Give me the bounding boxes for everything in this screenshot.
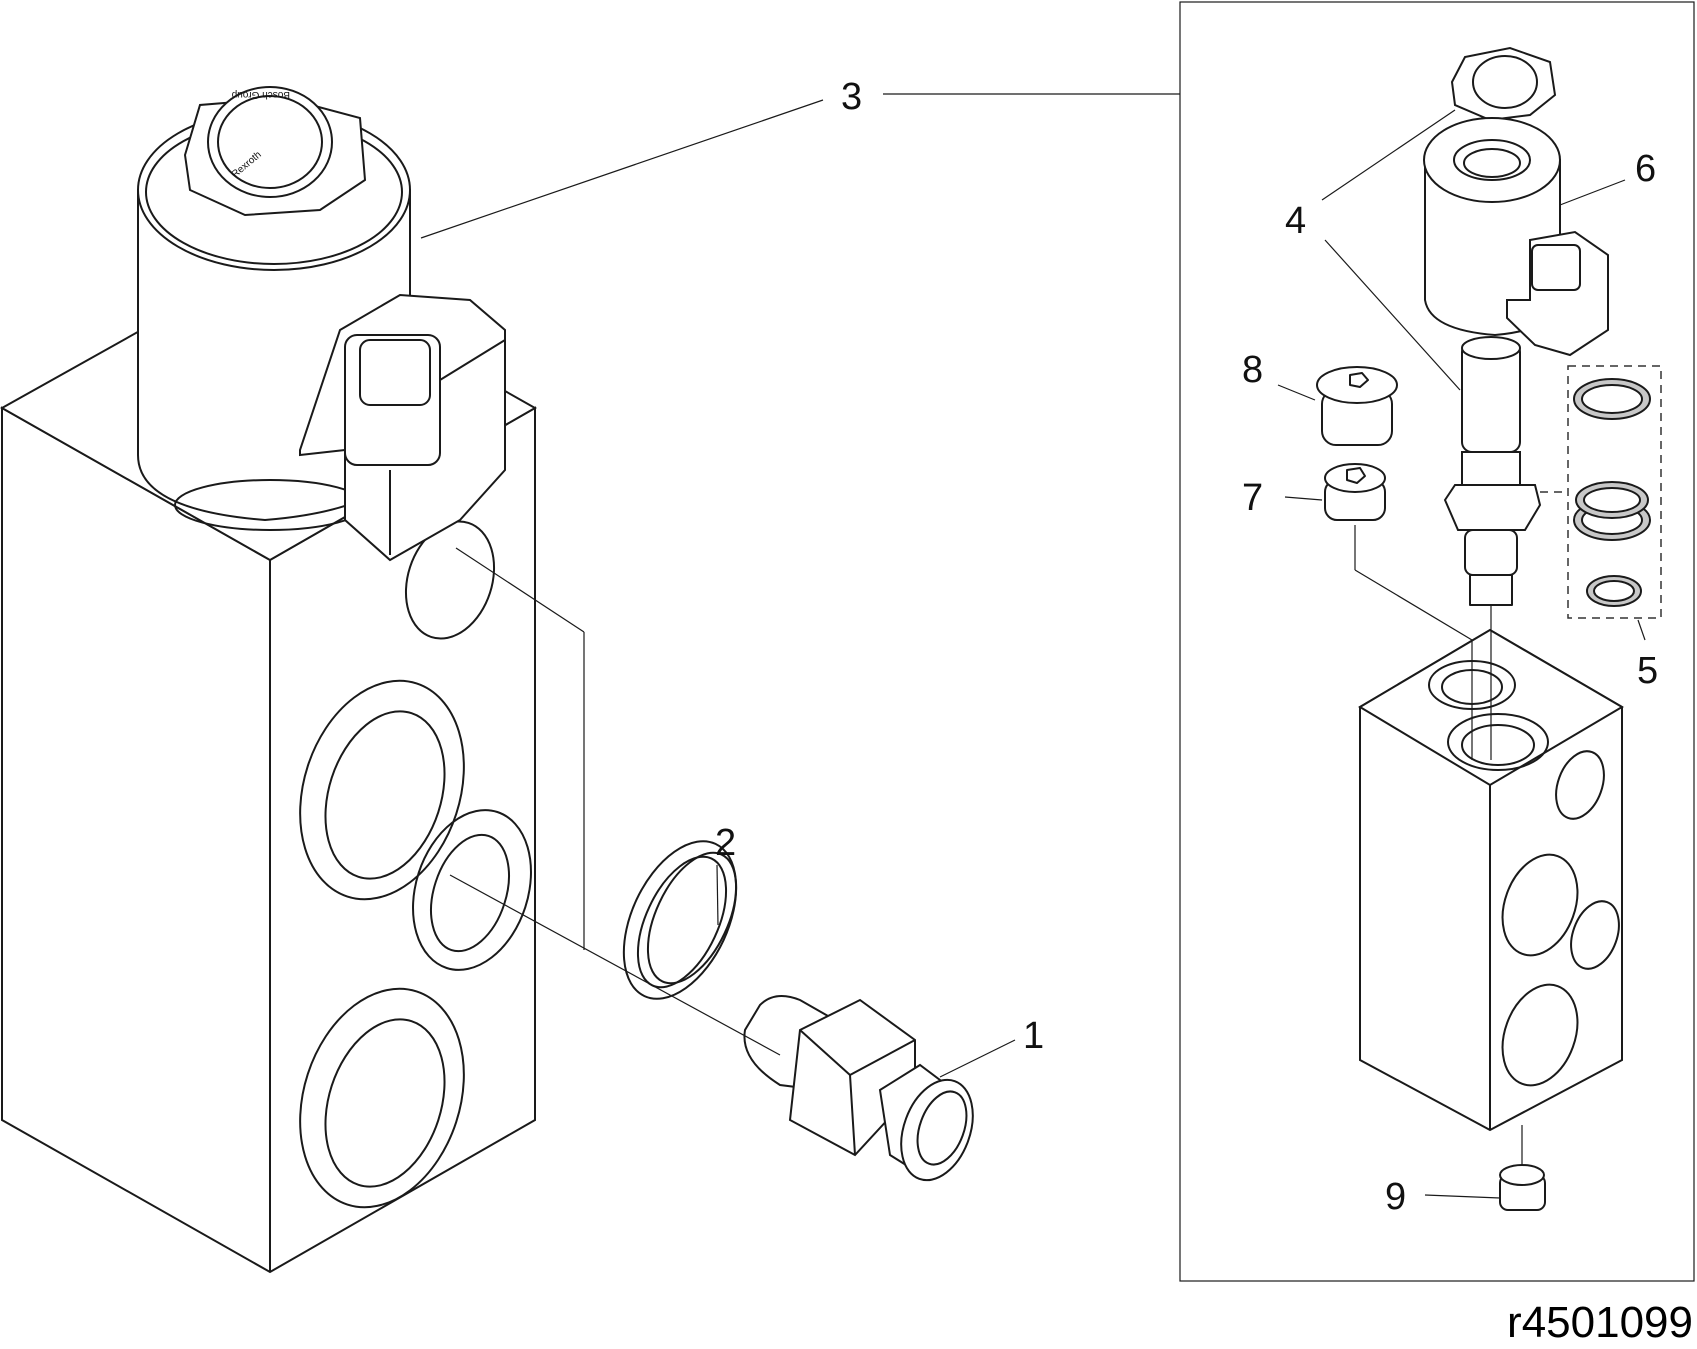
fitting-1 <box>743 995 974 1182</box>
cartridge-4 <box>1443 336 1542 606</box>
callout-4: 4 <box>1285 200 1306 242</box>
leader-lines-right <box>1277 109 1646 1199</box>
plug-7 <box>1324 463 1386 521</box>
coil-6 <box>1423 117 1609 357</box>
brand-text-bosch: Bosch Group <box>231 89 290 100</box>
callout-5: 5 <box>1637 650 1658 692</box>
nut-4 <box>1450 46 1557 122</box>
left-solenoid-coil: Rexroth Bosch Group <box>137 86 506 562</box>
callout-7: 7 <box>1242 477 1263 519</box>
plug-8 <box>1316 366 1398 446</box>
callout-9: 9 <box>1385 1176 1406 1218</box>
plug-9 <box>1499 1164 1546 1211</box>
right-valve-block <box>1358 628 1624 1132</box>
seal-kit-5 <box>1540 365 1662 619</box>
callout-2: 2 <box>715 822 736 864</box>
reference-code: r4501099 <box>1507 1298 1693 1347</box>
leader-lines-left <box>420 93 1180 1078</box>
detail-frame-border <box>1179 1 1695 1282</box>
callout-8: 8 <box>1242 349 1263 391</box>
callout-6: 6 <box>1635 148 1656 190</box>
callout-1: 1 <box>1023 1015 1044 1057</box>
callout-3: 3 <box>841 76 862 118</box>
